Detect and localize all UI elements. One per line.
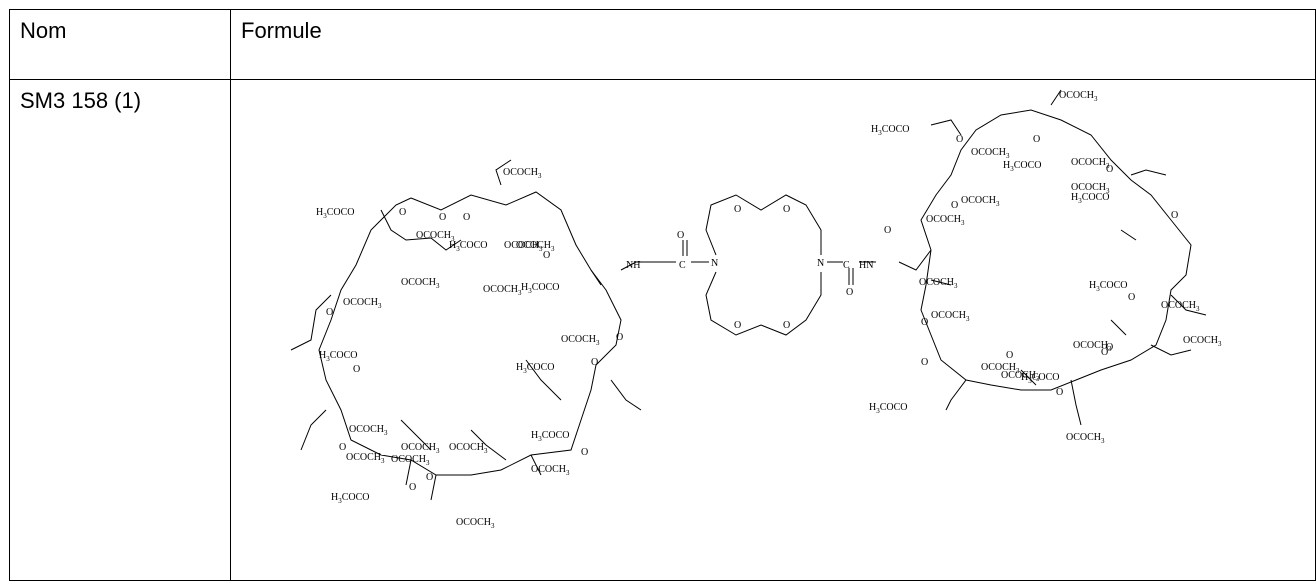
- right-ring-label: O: [1033, 134, 1040, 145]
- linker-atom-label: C: [679, 260, 686, 271]
- linker-atom-label: O: [677, 230, 684, 241]
- right-ring-label: OCOCH3: [981, 362, 1020, 375]
- right-ring-label: H3COCO: [869, 402, 908, 415]
- right-ring-label: OCOCH3: [1071, 182, 1110, 195]
- left-ring-label: O: [591, 357, 598, 368]
- left-ring-label: H3COCO: [521, 282, 560, 295]
- right-ring-label: O: [1006, 350, 1013, 361]
- left-ring-label: OCOCH3: [561, 334, 600, 347]
- header-row: Nom Formule: [9, 9, 1316, 80]
- right-ring-label: O: [1056, 387, 1063, 398]
- right-ring-label: OCOCH3: [971, 147, 1010, 160]
- compound-name: SM3 158 (1): [9, 79, 231, 581]
- left-ring-label: O: [353, 364, 360, 375]
- left-ring-label: H3COCO: [531, 430, 570, 443]
- linker-atom-label: C: [843, 260, 850, 271]
- right-ring-label: OCOCH3: [1001, 370, 1040, 383]
- left-ring-label: OCOCH3: [391, 454, 430, 467]
- left-ring-label: OCOCH3: [346, 452, 385, 465]
- left-ring-label: OCOCH3: [349, 424, 388, 437]
- right-ring-label: OCOCH3: [1073, 340, 1112, 353]
- left-ring-label: OCOCH3: [401, 442, 440, 455]
- left-ring-label: O: [326, 307, 333, 318]
- formula-table: Nom Formule SM3 158 (1): [9, 9, 1316, 581]
- header-formule: Formule: [230, 9, 1316, 80]
- linker-atom-label: O: [734, 204, 741, 215]
- left-ring-label: OCOCH3: [343, 297, 382, 310]
- right-ring-label: OCOCH3: [1059, 90, 1098, 103]
- right-ring-label: H3COCO: [1021, 372, 1060, 385]
- left-ring-label: H3COCO: [449, 240, 488, 253]
- linker-atom-label: O: [734, 320, 741, 331]
- right-ring-label: O: [956, 134, 963, 145]
- right-ring-label: O: [884, 225, 891, 236]
- right-ring-label: O: [1106, 342, 1113, 353]
- left-ring-label: O: [339, 442, 346, 453]
- right-ring-label: O: [951, 200, 958, 211]
- left-ring-label: OCOCH3: [401, 277, 440, 290]
- crown-ether-linker: [620, 194, 932, 336]
- linker-atom-label: O: [846, 287, 853, 298]
- left-ring-label: O: [399, 207, 406, 218]
- left-ring-label: OCOCH3: [503, 167, 542, 180]
- left-ring-label: H3COCO: [319, 350, 358, 363]
- left-ring-label: O: [439, 212, 446, 223]
- left-ring-label: O: [581, 447, 588, 458]
- right-ring-label: H3COCO: [1089, 280, 1128, 293]
- left-ring-label: OCOCH3: [449, 442, 488, 455]
- right-ring-label: O: [1101, 347, 1108, 358]
- right-ring-label: OCOCH3: [1071, 157, 1110, 170]
- left-ring-label: OCOCH3: [456, 517, 495, 530]
- linker-atom-label: N: [711, 258, 718, 269]
- right-ring-label: O: [1106, 164, 1113, 175]
- linker-atom-label: O: [783, 320, 790, 331]
- linker-atom-label: N: [817, 258, 824, 269]
- right-ring-label: OCOCH3: [1183, 335, 1222, 348]
- left-ring-label: OCOCH3: [531, 464, 570, 477]
- right-ring-label: O: [1128, 292, 1135, 303]
- right-ring-label: OCOCH3: [1161, 300, 1200, 313]
- left-ring-label: OCOCH3: [504, 240, 543, 253]
- left-ring-label: OCOCH3: [516, 240, 555, 253]
- right-ring-label: OCOCH3: [919, 277, 958, 290]
- left-ring-label: H3COCO: [331, 492, 370, 505]
- right-ring-label: OCOCH3: [1066, 432, 1105, 445]
- right-ring-label: O: [921, 357, 928, 368]
- right-ring-label: OCOCH3: [931, 310, 970, 323]
- right-ring-label: H3COCO: [1071, 192, 1110, 205]
- right-cyclodextrin-ring: [920, 89, 1207, 426]
- right-ring-label: H3COCO: [1003, 160, 1042, 173]
- left-ring-label: O: [426, 472, 433, 483]
- table-row: SM3 158 (1): [9, 79, 1316, 581]
- right-ring-label: OCOCH3: [926, 214, 965, 227]
- left-cyclodextrin-ring: [290, 159, 642, 501]
- left-ring-label: H3COCO: [316, 207, 355, 220]
- right-ring-label: OCOCH3: [961, 195, 1000, 208]
- left-ring-label: O: [543, 250, 550, 261]
- right-ring-label: H3COCO: [871, 124, 910, 137]
- linker-atom-label: HN: [859, 260, 873, 271]
- linker-atom-label: O: [783, 204, 790, 215]
- left-ring-label: O: [463, 212, 470, 223]
- left-ring-label: OCOCH3: [483, 284, 522, 297]
- right-ring-label: O: [921, 317, 928, 328]
- left-ring-label: O: [409, 482, 416, 493]
- header-nom: Nom: [9, 9, 231, 80]
- linker-atom-label: NH: [626, 260, 640, 271]
- left-ring-label: O: [616, 332, 623, 343]
- linker-labels: NH C O N O O O O N C HN O: [626, 204, 873, 331]
- right-ring-label: O: [1171, 210, 1178, 221]
- left-ring-label: OCOCH3: [416, 230, 455, 243]
